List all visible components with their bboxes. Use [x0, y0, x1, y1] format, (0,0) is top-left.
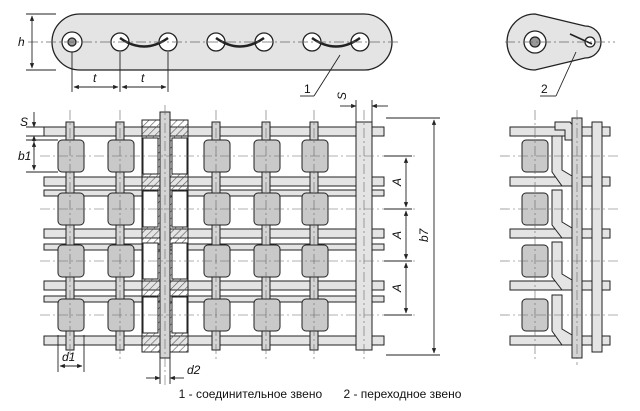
label-a-1: A [390, 178, 404, 187]
dimension-b1 [26, 139, 58, 173]
label-d1: d1 [62, 350, 75, 364]
dimension-t [71, 52, 169, 92]
callout-2: 2 [541, 82, 548, 96]
dimension-b7 [386, 117, 440, 356]
dimension-d1 [57, 335, 85, 372]
chain-side-view [28, 13, 400, 71]
spring-clip [311, 36, 361, 48]
label-s-top: S [335, 92, 349, 100]
label-a-2: A [390, 231, 404, 240]
spring-clip [119, 36, 169, 48]
label-d2: d2 [187, 363, 201, 377]
legend: 1 - соединительное звено 2 - переходное … [0, 387, 640, 401]
dimension-d2 [146, 358, 184, 384]
legend-item-1: 1 - соединительное звено [178, 387, 323, 401]
callout-1-leader [300, 54, 341, 97]
callout-1: 1 [304, 82, 311, 96]
label-a-3: A [390, 284, 404, 293]
label-t-2: t [141, 71, 145, 85]
label-t-1: t [93, 71, 97, 85]
label-h: h [18, 35, 25, 49]
label-b7: b7 [417, 227, 431, 242]
spring-clip [215, 36, 265, 48]
chain-top-view [40, 105, 415, 385]
label-s-left: S [20, 115, 28, 129]
label-b1: b1 [18, 149, 31, 163]
dimension-s-top [340, 100, 388, 122]
dimension-h [26, 13, 56, 71]
dimension-a [384, 155, 412, 316]
transition-link-top-view [500, 110, 620, 365]
callout-2-leader [540, 51, 577, 97]
transition-link-view [505, 13, 615, 71]
legend-item-2: 2 - переходное звено [343, 387, 462, 401]
